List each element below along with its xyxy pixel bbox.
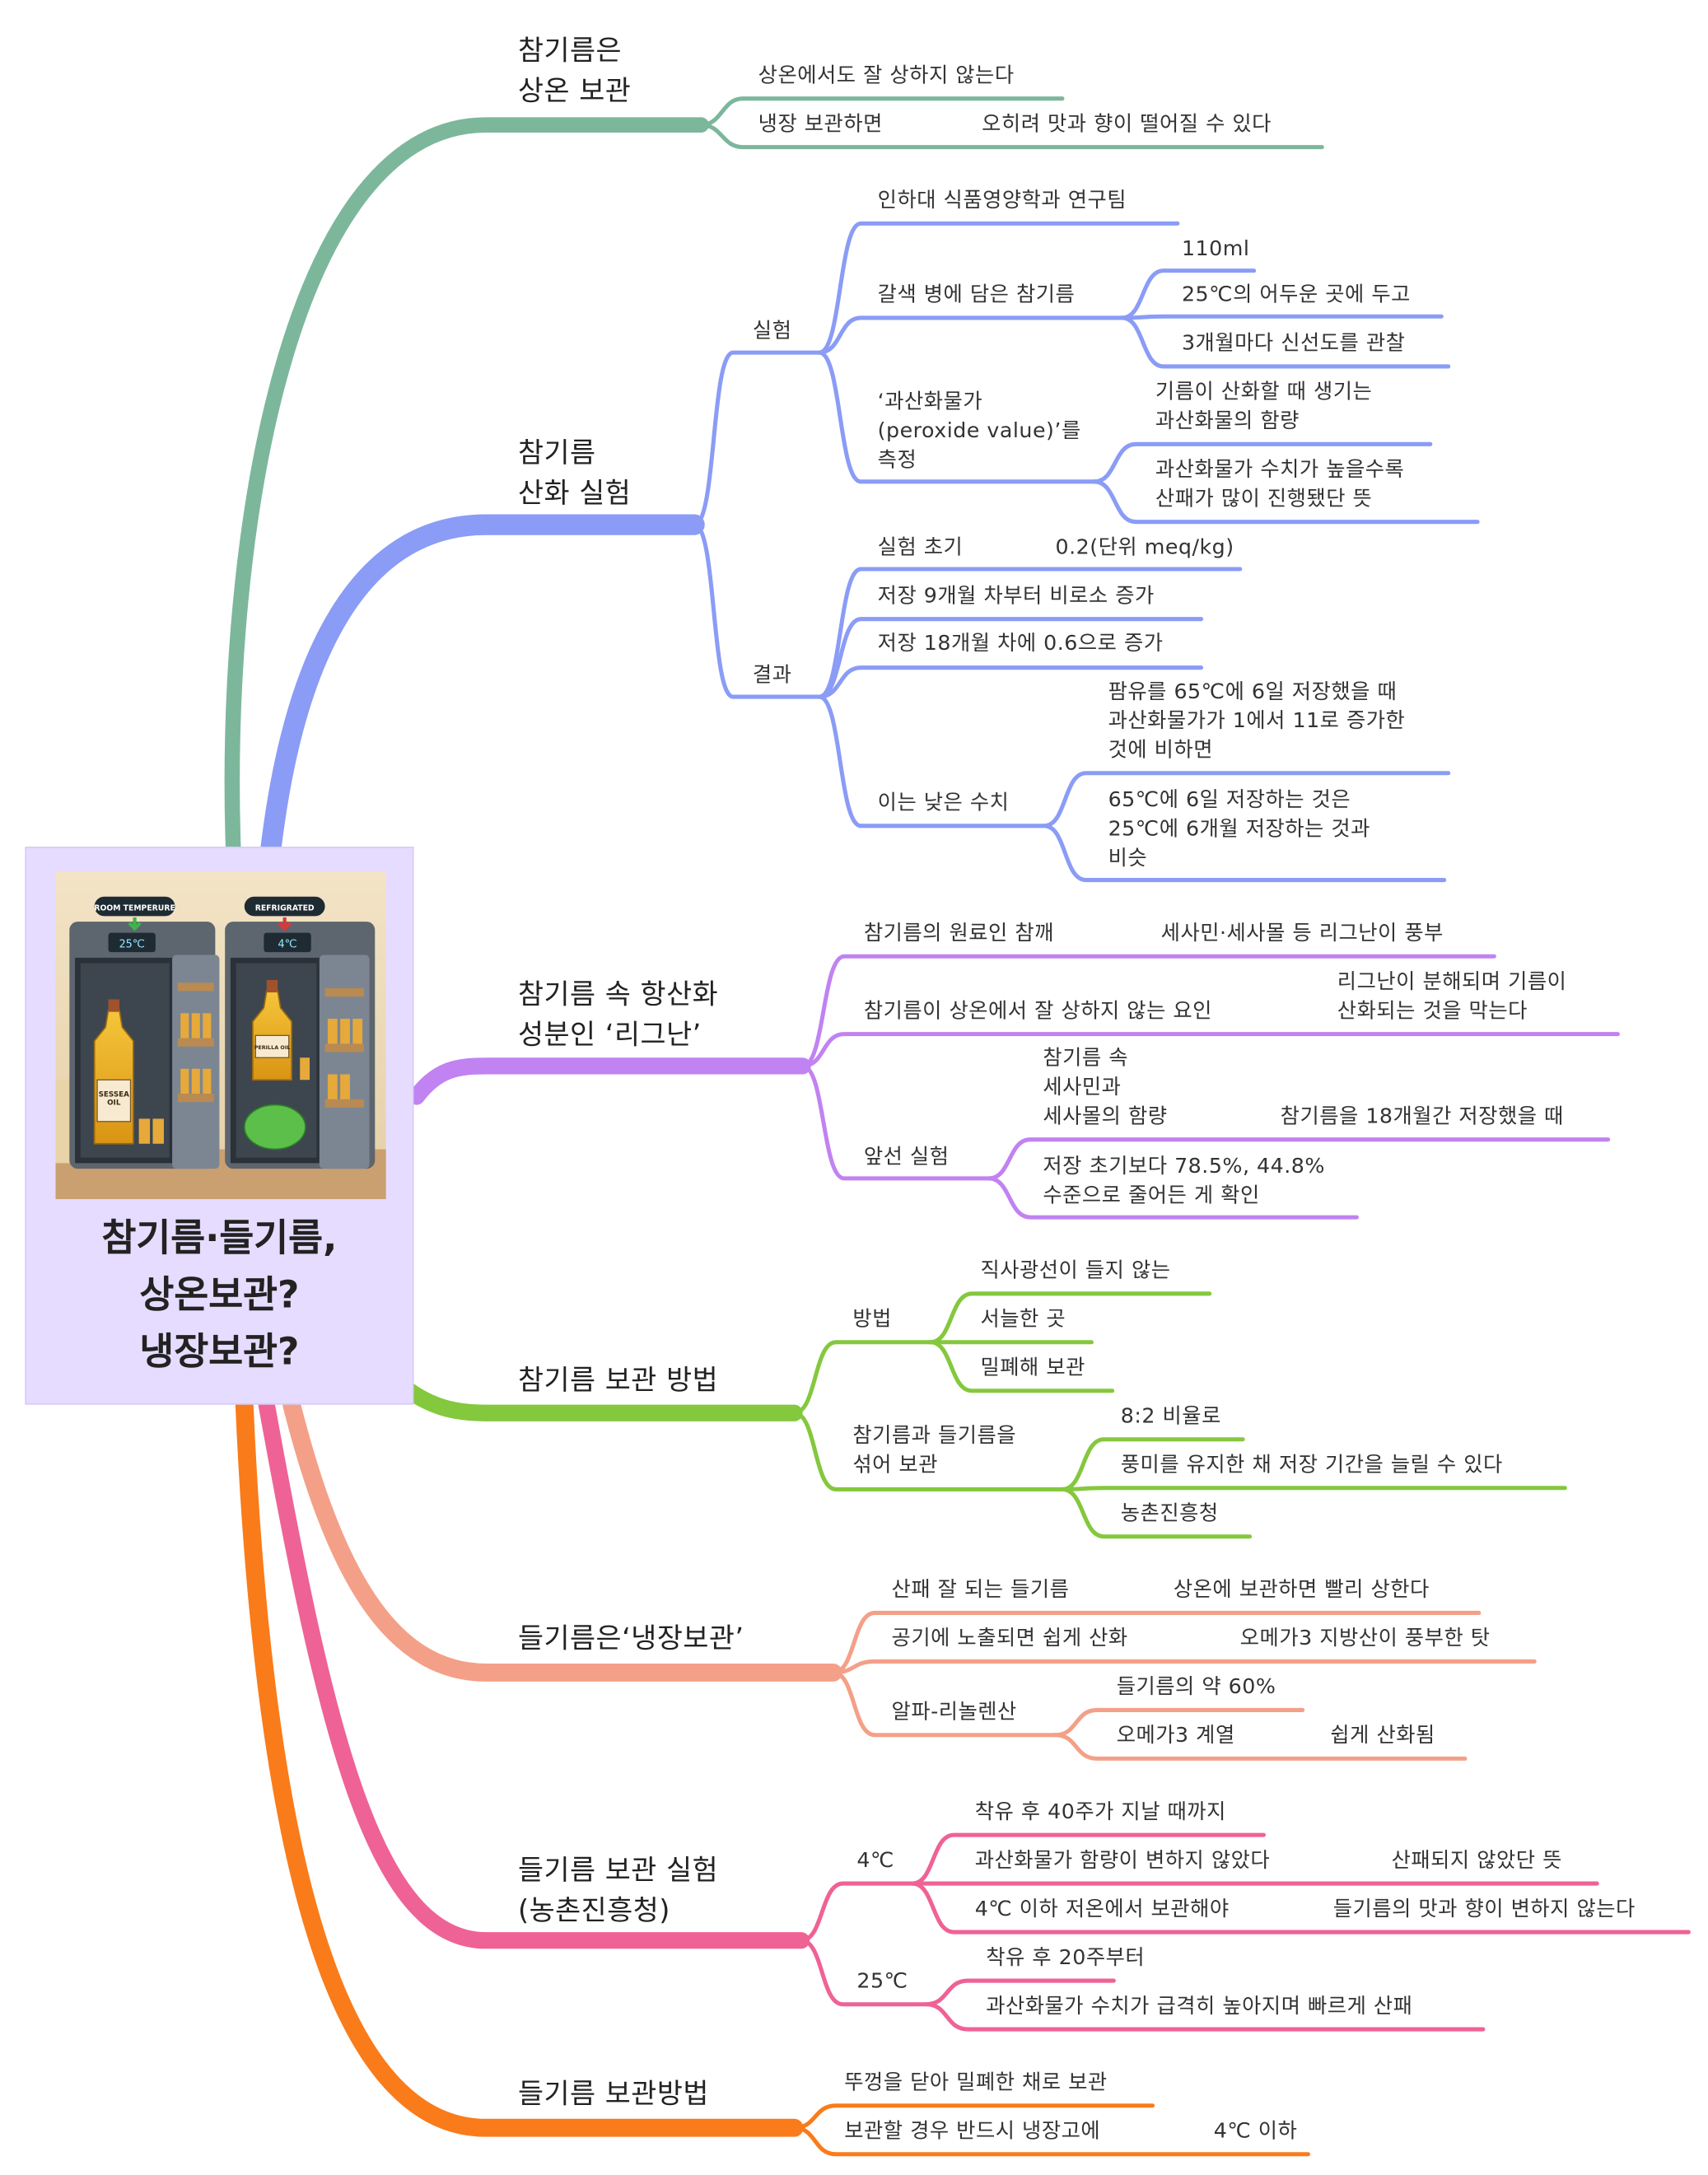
branch-line-7 — [235, 1395, 804, 2137]
b1-taste-drop[interactable]: 오히려 맛과 향이 떨어질 수 있다 — [982, 110, 1272, 137]
b6-4c[interactable]: 4℃ — [856, 1847, 894, 1873]
b4-sealed[interactable]: 밀폐해 보관 — [980, 1354, 1085, 1380]
refrigerated-label: REFRIGRATED — [255, 904, 315, 913]
b2-peroxide-meaning[interactable]: 과산화물가 수치가 높을수록 산패가 많이 진행됐단 뜻 — [1155, 456, 1405, 511]
b3-reason[interactable]: 참기름이 상온에서 잘 상하지 않는 요인 — [863, 997, 1212, 1024]
b3-18-months[interactable]: 참기름을 18개월간 저장했을 때 — [1280, 1103, 1564, 1129]
b6-25c[interactable]: 25℃ — [856, 1967, 908, 1994]
b6-taste-kept[interactable]: 들기름의 맛과 향이 변하지 않는다 — [1332, 1896, 1636, 1921]
b6-no-change[interactable]: 과산화물가 함량이 변하지 않았다 — [974, 1847, 1271, 1873]
branch-3-links — [800, 954, 1620, 1220]
b4-mix[interactable]: 참기름과 들기름을 섞어 보관 — [852, 1422, 1017, 1477]
b4-cool-place[interactable]: 서늘한 곳 — [980, 1305, 1066, 1332]
b6-keep-cold[interactable]: 4℃ 이하 저온에서 보관해야 — [974, 1896, 1230, 1921]
b2-peroxide-value[interactable]: ‘과산화물가 (peroxide value)’를 측정 — [877, 388, 1081, 473]
b5-oxidizes[interactable]: 쉽게 산화됨 — [1330, 1722, 1435, 1748]
b2-volume[interactable]: 110ml — [1181, 236, 1250, 261]
room-temp-readout: 25℃ — [119, 937, 145, 950]
perilla-bottle-label: PERILLA OIL — [254, 1044, 291, 1051]
b7-below-4c[interactable]: 4℃ 이하 — [1213, 2117, 1298, 2144]
b1-room-temp-fine[interactable]: 상온에서도 잘 상하지 않는다 — [758, 62, 1015, 88]
branch-line-5 — [282, 1395, 842, 1682]
b4-no-sunlight[interactable]: 직사광선이 들지 않는 — [980, 1257, 1171, 1283]
b2-low-value[interactable]: 이는 낮은 수치 — [877, 789, 1010, 815]
branch-3-title[interactable]: 참기름 속 항산화 성분인 ‘리그난’ — [517, 977, 719, 1051]
branch-5-links — [831, 1610, 1537, 1761]
b2-month-9[interactable]: 저장 9개월 차부터 비로소 증가 — [877, 582, 1155, 609]
b2-experiment[interactable]: 실험 — [752, 317, 792, 343]
b5-ala[interactable]: 알파-리놀렌산 — [891, 1698, 1017, 1725]
branch-1-links — [699, 96, 1324, 150]
branch-7-title[interactable]: 들기름 보관방법 — [517, 2076, 709, 2110]
branch-4-links — [791, 1291, 1567, 1539]
b5-air-exposure[interactable]: 공기에 노출되면 쉽게 산화 — [891, 1625, 1128, 1650]
branch-6-links — [799, 1832, 1691, 2032]
b6-20-weeks[interactable]: 착유 후 20주부터 — [986, 1944, 1146, 1970]
branch-2-title[interactable]: 참기름 산화 실험 — [517, 436, 632, 510]
b7-refrigerator[interactable]: 보관할 경우 반드시 냉장고에 — [844, 2117, 1101, 2144]
branch-2-links — [692, 221, 1480, 883]
b5-rancid[interactable]: 산패 잘 되는 들기름 — [891, 1576, 1070, 1602]
b6-rapid-rancidity[interactable]: 과산화물가 수치가 급격히 높아지며 빠르게 산패 — [986, 1993, 1413, 2019]
branch-line-1 — [224, 117, 709, 857]
b3-reduction[interactable]: 저장 초기보다 78.5%, 44.8% 수준으로 줄어든 게 확인 — [1043, 1153, 1325, 1208]
b2-brown-bottle[interactable]: 갈색 병에 담은 참기름 — [877, 282, 1076, 307]
b3-content[interactable]: 참기름 속 세사민과 세사몰의 함량 — [1043, 1045, 1168, 1129]
fridge-temp-readout: 4℃ — [278, 937, 296, 950]
b4-flavor[interactable]: 풍미를 유지한 채 저장 기간을 늘릴 수 있다 — [1120, 1451, 1503, 1477]
b3-rich-lignan[interactable]: 세사민·세사몰 등 리그난이 풍부 — [1160, 920, 1444, 945]
b2-every-3-months[interactable]: 3개월마다 신선도를 관찰 — [1181, 330, 1406, 356]
branch-6-title[interactable]: 들기름 보관 실험 (농촌진흥청) — [517, 1853, 719, 1927]
b2-initial-value[interactable]: 0.2(단위 meq/kg) — [1055, 534, 1234, 560]
b3-sesame-seed[interactable]: 참기름의 원료인 참깨 — [863, 920, 1054, 945]
b4-ratio[interactable]: 8:2 비율로 — [1120, 1403, 1221, 1429]
b3-previous-experiment[interactable]: 앞선 실험 — [863, 1143, 950, 1169]
b3-prevents-oxidation[interactable]: 리그난이 분해되며 기름이 산화되는 것을 막는다 — [1337, 968, 1567, 1024]
b5-omega3-series[interactable]: 오메가3 계열 — [1116, 1722, 1235, 1748]
branch-line-2 — [260, 514, 705, 861]
b2-palm-oil[interactable]: 팜유를 65℃에 6일 저장했을 때 과산화물가가 1에서 11로 증가한 것에… — [1108, 679, 1406, 763]
b5-omega3[interactable]: 오메가3 지방산이 풍부한 탓 — [1239, 1625, 1491, 1650]
branch-7-links — [791, 2103, 1310, 2157]
b6-40-weeks[interactable]: 착유 후 40주가 지날 때까지 — [974, 1799, 1226, 1824]
b4-rda[interactable]: 농촌진흥청 — [1120, 1500, 1219, 1526]
b1-fridge-storage[interactable]: 냉장 보관하면 — [758, 110, 883, 137]
b7-sealed-lid[interactable]: 뚜껑을 닫아 밀폐한 채로 보관 — [844, 2069, 1108, 2095]
branch-line-6 — [258, 1396, 810, 1949]
b2-research-team[interactable]: 인하대 식품영양학과 연구팀 — [877, 187, 1127, 212]
b5-60-percent[interactable]: 들기름의 약 60% — [1116, 1673, 1276, 1699]
b6-not-rancid[interactable]: 산패되지 않았단 뜻 — [1391, 1847, 1562, 1873]
b4-method[interactable]: 방법 — [852, 1305, 892, 1332]
b2-dark-place[interactable]: 25℃의 어두운 곳에 두고 — [1181, 282, 1411, 307]
branch-line-4 — [397, 1379, 803, 1421]
b2-peroxide-def[interactable]: 기름이 산화할 때 생기는 과산화물의 함량 — [1155, 379, 1373, 433]
central-topic-title: 참기름·들기름, 상온보관? 냉장보관? — [101, 1217, 338, 1375]
branch-1-title[interactable]: 참기름은 상온 보관 — [517, 33, 632, 107]
b2-result[interactable]: 결과 — [752, 661, 792, 688]
branch-5-title[interactable]: 들기름은‘냉장보관’ — [517, 1621, 744, 1655]
branch-line-3 — [408, 1057, 811, 1105]
b2-initial[interactable]: 실험 초기 — [877, 534, 964, 560]
b2-month-18[interactable]: 저장 18개월 차에 0.6으로 증가 — [877, 630, 1164, 656]
room-temp-label: ROOM TEMPERURE — [94, 904, 175, 913]
branch-4-title[interactable]: 참기름 보관 방법 — [517, 1363, 719, 1397]
b5-spoils-fast[interactable]: 상온에 보관하면 빨리 상한다 — [1173, 1576, 1430, 1602]
b2-equivalence[interactable]: 65℃에 6일 저장하는 것은 25℃에 6개월 저장하는 것과 비슷 — [1108, 786, 1370, 870]
